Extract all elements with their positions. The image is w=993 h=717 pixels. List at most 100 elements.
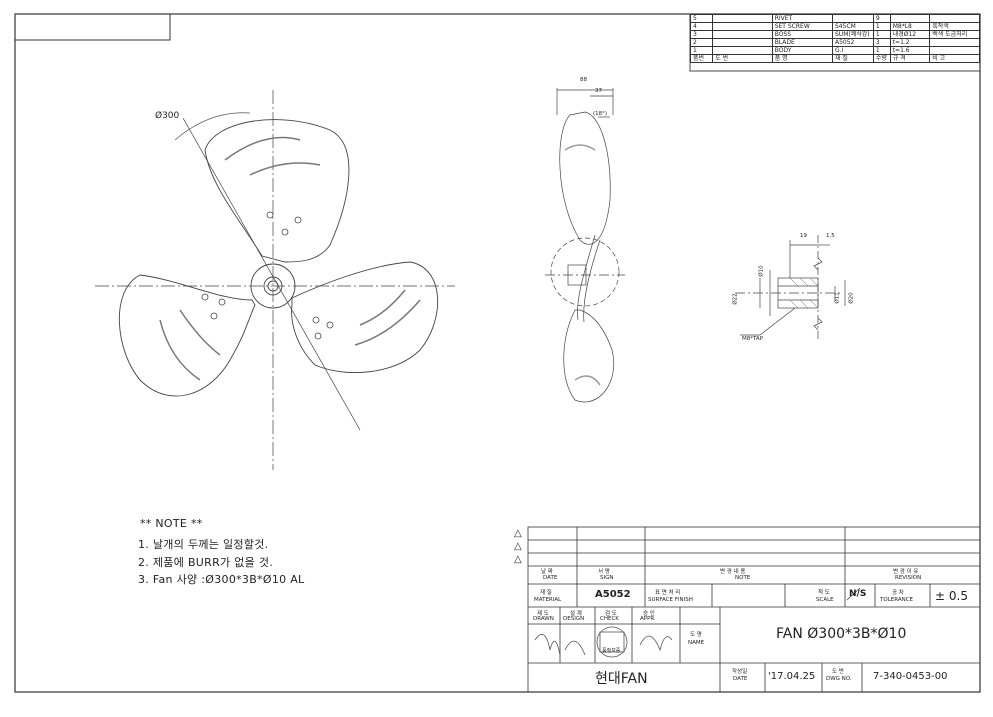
bom-cell xyxy=(929,38,980,47)
bom-header-cell: 재 질 xyxy=(832,54,874,63)
appr-label: 승 인 xyxy=(643,611,655,617)
scale-value: N/S xyxy=(849,589,867,599)
date-label-en: DATE xyxy=(543,575,558,581)
made-date: '17.04.25 xyxy=(768,671,816,682)
front-centerlines xyxy=(95,90,455,470)
boss-dim-gap: 1.5 xyxy=(826,233,835,239)
bom-cell xyxy=(832,14,874,23)
drawn-label-en: DRAWN xyxy=(533,616,554,622)
note-item: 1. 날개의 두께는 일정할것. xyxy=(138,538,269,551)
note-col-label: 변 경 내 용 xyxy=(720,569,746,575)
diameter-label: Ø300 xyxy=(155,111,180,121)
check-label-en: CHECK xyxy=(600,616,619,622)
material-label: 재 질 xyxy=(540,590,552,596)
bom-cell xyxy=(712,38,773,47)
surface-label-en: SURFACE FINISH xyxy=(648,597,693,603)
side-dim-overall: 88 xyxy=(580,77,587,83)
date-label: 날 짜 xyxy=(541,569,553,575)
bom-cell: SUM(쾌삭강) xyxy=(832,30,874,39)
boss-dim-length: 19 xyxy=(800,233,807,239)
bom-cell: 내경Ø12 xyxy=(889,30,931,39)
stamp-text: 품질보증 xyxy=(602,648,621,654)
boss-detail xyxy=(735,235,846,340)
material-label-en: MATERIAL xyxy=(534,597,562,603)
bom-cell: SET SCREW xyxy=(771,22,834,31)
bom-header-cell: 수량 xyxy=(872,54,891,63)
dwg-number: 7-340-0453-00 xyxy=(873,671,948,682)
boss-dim-inner1: Ø20 xyxy=(848,292,855,304)
revision-mark: △ xyxy=(514,528,522,539)
revision-label-en: REVISION xyxy=(895,575,922,581)
bom-cell: BOSS xyxy=(771,30,834,39)
bom-cell: 9 xyxy=(872,14,891,23)
bom-cell: 3 xyxy=(689,30,714,39)
tolerance-label: 공 차 xyxy=(892,590,904,596)
bom-cell: 2 xyxy=(689,38,714,47)
bom-cell: S45CM xyxy=(832,22,874,31)
made-label-en: DATE xyxy=(733,676,748,682)
appr-label-en: APPR. xyxy=(640,616,656,622)
design-label: 설 계 xyxy=(570,611,582,617)
scale-label-en: SCALE xyxy=(816,597,834,603)
drawing-name: FAN Ø300*3B*Ø10 xyxy=(776,626,907,642)
company-name: 현대FAN xyxy=(595,671,648,687)
boss-dim-bore: Ø10 xyxy=(758,265,765,277)
name-label: 도 명 xyxy=(690,632,702,638)
rivet-holes xyxy=(201,211,334,340)
surface-label: 표 면 처 리 xyxy=(655,590,681,596)
bom-cell xyxy=(712,46,773,55)
bom-header-cell: 품번 xyxy=(689,54,714,63)
bom-cell: 4 xyxy=(689,22,714,31)
diameter-leader xyxy=(182,117,361,431)
tolerance-value: ± 0.5 xyxy=(935,589,968,603)
bom-cell: G.I xyxy=(832,46,874,55)
name-label-en: NAME xyxy=(688,640,705,646)
bom-cell: 1 xyxy=(872,22,891,31)
dwg-label: 도 번 xyxy=(832,669,844,675)
check-label: 검 도 xyxy=(605,611,617,617)
title-block-grid xyxy=(527,526,981,693)
sign-label-en: SIGN xyxy=(600,575,614,581)
note-title: ** NOTE ** xyxy=(140,517,203,530)
note-item: 2. 제품에 BURR가 없을 것. xyxy=(138,556,274,569)
bom-cell xyxy=(889,14,931,23)
boss-hatch xyxy=(789,277,819,309)
design-label-en: DESIGN xyxy=(563,616,585,622)
bom-cell: BLADE xyxy=(771,38,834,47)
bom-cell: 1 xyxy=(689,46,714,55)
bom-cell: 3 xyxy=(872,38,891,47)
bom-header-cell: 비 고 xyxy=(929,54,980,63)
bom-cell xyxy=(929,14,980,23)
fan-hub xyxy=(250,263,296,309)
bom-cell: BODY xyxy=(771,46,834,55)
revision-mark: △ xyxy=(514,554,522,565)
tolerance-label-en: TOLERANCE xyxy=(880,597,914,603)
fan-blades xyxy=(118,119,438,397)
note-item: 3. Fan 사양 :Ø300*3B*Ø10 AL xyxy=(138,573,305,586)
revision-mark: △ xyxy=(514,541,522,552)
dwg-label-en: DWG NO. xyxy=(826,676,852,682)
top-left-box xyxy=(15,14,171,41)
bom-header-cell: 도 번 xyxy=(712,54,773,63)
side-dim-inner: 37 xyxy=(595,88,602,94)
note-col-label-en: NOTE xyxy=(735,575,751,581)
sign-label: 서 명 xyxy=(598,569,610,575)
material-value: A5052 xyxy=(595,589,631,600)
bom-header-cell: 규 격 xyxy=(889,54,931,63)
bom-cell xyxy=(712,22,773,31)
signatures xyxy=(534,626,673,658)
made-label: 작성일 xyxy=(732,669,748,675)
bom-cell: t=1.6 xyxy=(889,46,931,55)
scale-label: 척 도 xyxy=(818,590,830,596)
bom-cell: t=1.2 xyxy=(889,38,931,47)
bom-cell: 백색 도금처리 xyxy=(929,30,980,39)
